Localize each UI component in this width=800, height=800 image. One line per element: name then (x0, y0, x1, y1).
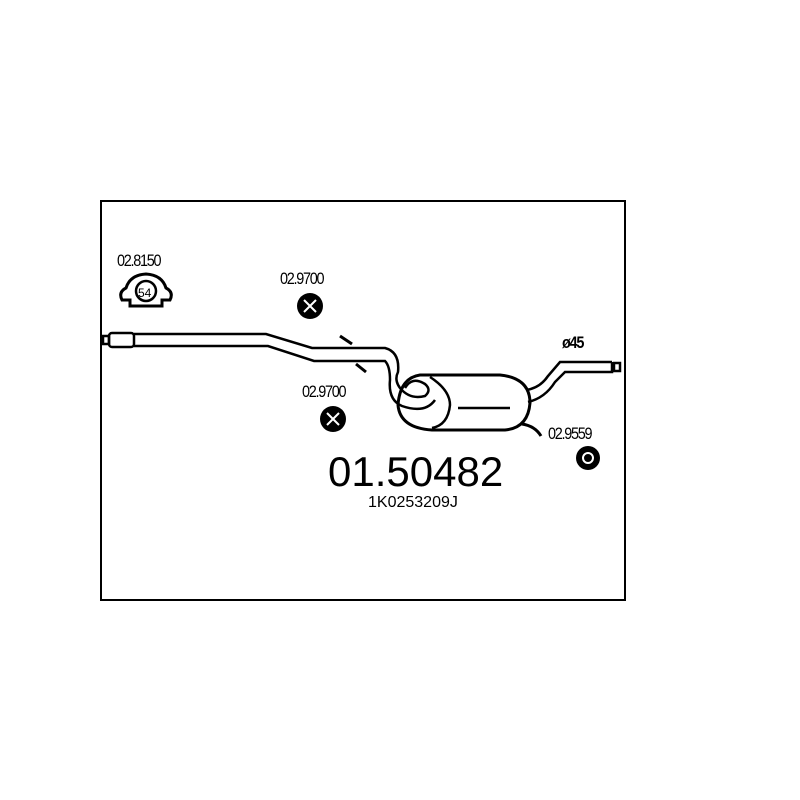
rubber-mount-hole-icons (303, 299, 594, 464)
diagram-frame (100, 200, 626, 601)
hanger-bottom (355, 362, 367, 374)
outlet-stub (612, 361, 622, 373)
muffler-end-cap (429, 375, 452, 430)
accessory-code-mount-bottom: 02.9700 (302, 382, 347, 401)
inlet-sleeve (107, 331, 136, 349)
hanger-rear (521, 422, 543, 437)
hanger-top (339, 334, 353, 346)
outlet-bottom-edge (527, 362, 614, 404)
outlet-top-edge (525, 360, 612, 392)
clamp-badge: 54 (138, 286, 152, 300)
oem-number: 1K0253209J (368, 494, 458, 511)
pipe-bottom-edge (134, 344, 437, 411)
accessory-code-mount-top: 02.9700 (280, 269, 325, 288)
pipe-top-edge (134, 332, 430, 399)
diameter-label: ø45 (562, 333, 584, 352)
clamp-icon (119, 272, 173, 308)
accessory-code-mount-rear: 02.9559 (548, 424, 593, 443)
muffler-body (396, 373, 532, 432)
accessory-code-clamp: 02.8150 (117, 251, 162, 270)
part-number: 01.50482 (328, 448, 504, 495)
